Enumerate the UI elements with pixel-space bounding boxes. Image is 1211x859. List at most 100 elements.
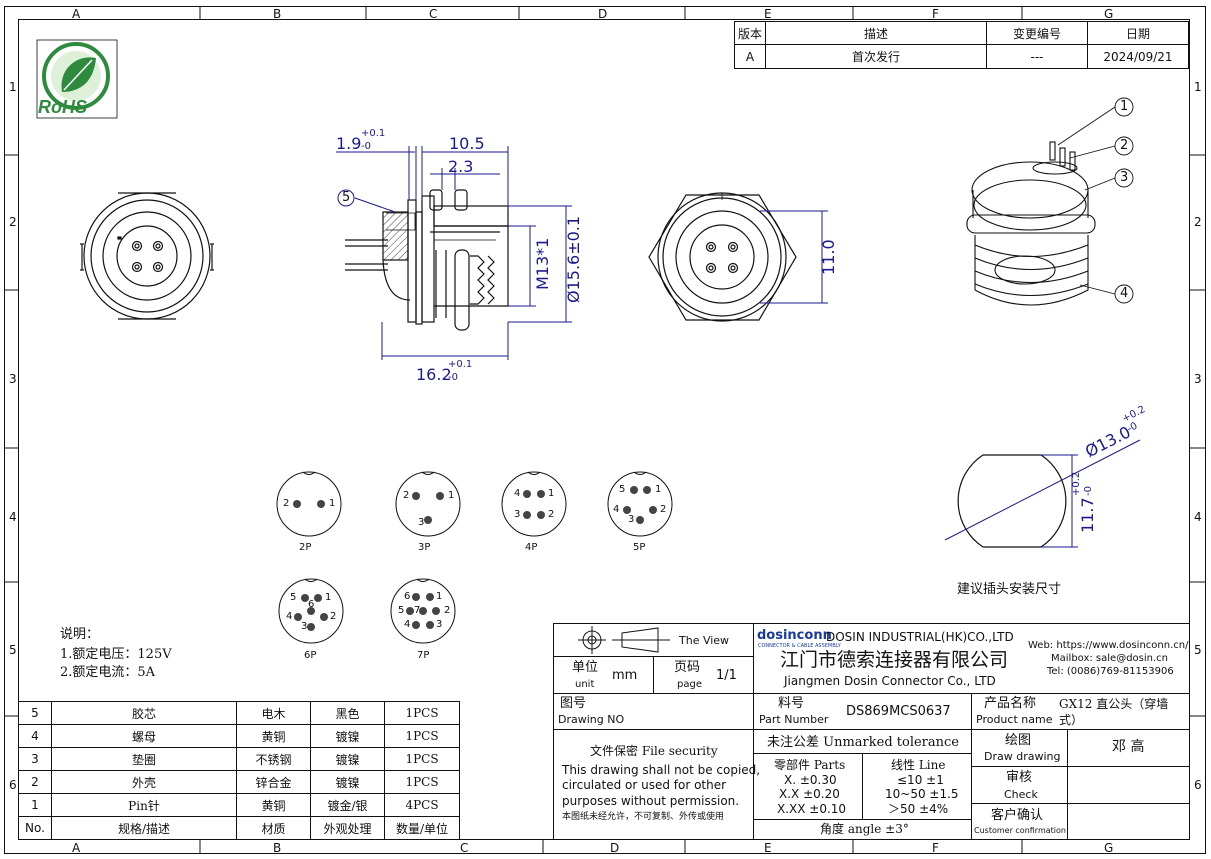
iso-callout-lines xyxy=(1057,97,1134,304)
pin-num: 5 xyxy=(619,484,626,495)
notes-title: 说明： xyxy=(60,627,100,642)
dim-hole-flat-tol-dn: -0 xyxy=(1083,486,1094,496)
pin-num: 5 xyxy=(290,592,297,603)
pin-num: 4 xyxy=(514,488,521,499)
bom-no: 2 xyxy=(18,770,52,794)
bom-header: 材质 xyxy=(236,816,311,840)
line-line: 10~50 ±1.5 xyxy=(885,787,959,801)
callout-5: 5 xyxy=(342,190,351,205)
pin-num: 1 xyxy=(436,591,443,602)
bom-finish: 黑色 xyxy=(310,701,385,725)
product-cn: 产品名称 xyxy=(984,696,1037,711)
pin-num: 2 xyxy=(403,490,410,501)
bom-no: 3 xyxy=(18,747,52,771)
zone-row: 3 xyxy=(9,372,17,386)
security-title: 文件保密 File security xyxy=(590,744,718,758)
parts-line: X.XX ±0.10 xyxy=(777,802,847,816)
pin-num: 1 xyxy=(325,592,332,603)
rohs-text: RoHS xyxy=(38,97,87,117)
zone-row: 3 xyxy=(1194,372,1202,386)
pin-layout-label: 6P xyxy=(304,650,317,661)
bom-no: 5 xyxy=(18,701,52,725)
bom-header: 规格/描述 xyxy=(51,816,237,840)
zone-col: E xyxy=(764,841,772,855)
bom-desc: Pin针 xyxy=(51,793,237,817)
pin-layout-circles xyxy=(276,471,673,644)
pin-layout-label: 7P xyxy=(417,650,430,661)
callout-4: 4 xyxy=(1120,286,1129,301)
page-cn: 页码 xyxy=(674,660,701,675)
zone-col: D xyxy=(610,841,620,855)
product-name-2: 式） xyxy=(1059,713,1084,727)
bom-qty: 4PCS xyxy=(384,793,460,817)
hole-caption: 建议插头安装尺寸 xyxy=(957,582,1062,597)
unit-en: unit xyxy=(575,679,595,690)
page-en: page xyxy=(677,679,702,690)
bom-material: 电木 xyxy=(236,701,311,725)
bom-finish: 镀金/银 xyxy=(310,793,385,817)
security-line: circulated or used for other xyxy=(562,778,727,792)
bom-desc: 垫圈 xyxy=(51,747,237,771)
pin-num: 7 xyxy=(414,605,421,616)
zone-row: 5 xyxy=(9,643,17,657)
company-brand-sub: CONNECTOR & CABLE ASSEMBLY xyxy=(758,643,841,649)
drawn-by-cn: 绘图 xyxy=(1005,733,1032,748)
pin-num: 3 xyxy=(418,517,425,528)
mounting-hole xyxy=(957,454,1067,548)
zone-row: 2 xyxy=(9,215,17,229)
dim-1-9-tol-dn: -0 xyxy=(361,141,371,152)
bom-header: 外观处理 xyxy=(310,816,385,840)
dim-hole-flat: 11.7 xyxy=(1078,497,1097,533)
hex-dimension xyxy=(760,210,828,304)
bom-qty: 1PCS xyxy=(384,747,460,771)
page-value: 1/1 xyxy=(716,668,737,683)
dim-16-2: 16.2 xyxy=(416,365,452,384)
callout-2: 2 xyxy=(1120,138,1129,153)
outer-border xyxy=(4,6,1206,854)
pin-num: 6 xyxy=(308,599,315,610)
zone-col: C xyxy=(460,841,469,855)
security-line: purposes without permission. xyxy=(562,794,740,808)
pin-num: 3 xyxy=(514,509,521,520)
dim-16-2-tol-dn: -0 xyxy=(448,372,458,383)
pin-num: 1 xyxy=(548,488,555,499)
pin-num: 1 xyxy=(329,498,336,509)
the-view: The View xyxy=(679,634,730,647)
bom-material: 锌合金 xyxy=(236,770,311,794)
dim-2-3: 2.3 xyxy=(448,157,474,176)
zone-row: 6 xyxy=(1194,778,1202,792)
pin-layout-label: 5P xyxy=(633,542,646,553)
dim-hole-flat-tol-up: +0.2 xyxy=(1071,471,1082,496)
zone-row: 6 xyxy=(9,778,17,792)
pin-num: 4 xyxy=(286,611,293,622)
bom-desc: 胶芯 xyxy=(51,701,237,725)
pin-num: 6 xyxy=(404,591,411,602)
dim-1-9: 1.9 xyxy=(336,134,362,153)
side-view xyxy=(345,189,509,331)
pin-num: 5 xyxy=(398,605,405,616)
product-name: GX12 直公头（穿墙 xyxy=(1059,697,1169,711)
part-en: Part Number xyxy=(759,713,829,726)
rev-header-date: 日期 xyxy=(1087,21,1189,45)
pin-num: 2 xyxy=(660,504,667,515)
zone-row: 5 xyxy=(1194,643,1202,657)
zone-col: G xyxy=(1104,7,1114,21)
hex-view xyxy=(648,192,797,322)
unit-cn: 单位 xyxy=(572,660,599,675)
pin-num: 3 xyxy=(436,619,443,630)
part-cn: 料号 xyxy=(778,696,805,711)
security-line: This drawing shall not be copied, xyxy=(562,763,761,777)
check-en: Check xyxy=(1004,788,1038,801)
company-mail: Mailbox: sale@dosin.cn xyxy=(1051,653,1169,664)
drawing-no-cn: 图号 xyxy=(560,696,587,711)
drawing-no-en: Drawing NO xyxy=(558,713,625,726)
zone-col: A xyxy=(72,841,81,855)
rev-change: --- xyxy=(986,44,1088,69)
pin-layout-label: 4P xyxy=(525,542,538,553)
company-cn: 江门市德索连接器有限公司 xyxy=(780,649,1009,671)
zone-col: C xyxy=(429,7,438,21)
side-dimensions xyxy=(336,146,572,360)
bom-header: No. xyxy=(18,816,52,840)
company-web: Web: https://www.dosinconn.cn/ xyxy=(1028,640,1189,651)
bom-material: 黄铜 xyxy=(236,793,311,817)
